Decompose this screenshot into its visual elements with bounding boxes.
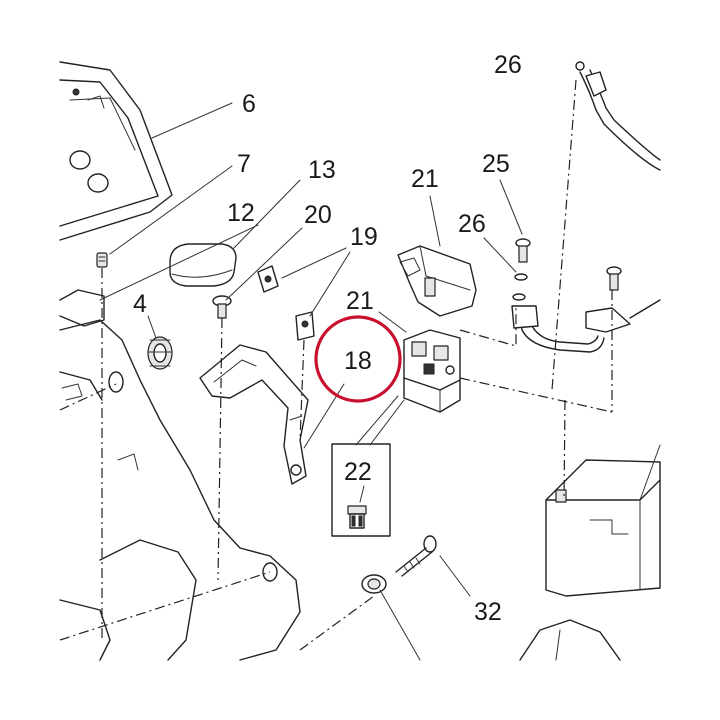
battery-cable [511,61,661,353]
frame [59,289,621,661]
callout-19: 19 [350,223,378,251]
callout-21-top: 21 [411,165,439,193]
part-22-box [331,443,391,537]
callout-12: 12 [227,199,255,227]
assembly-lines [59,79,613,651]
callout-21-lower: 21 [346,287,374,315]
callout-18: 18 [344,347,372,375]
part-22-fuse [347,505,367,529]
callout-22: 22 [344,458,372,486]
battery [545,444,661,597]
leader-lines [99,102,523,661]
callout-7: 7 [237,150,251,178]
callout-4: 4 [133,290,147,318]
part-bolt-right [606,266,622,291]
bracket [199,344,309,485]
callout-20: 20 [304,201,332,229]
callout-26: 26 [458,210,486,238]
part-20-bolt [212,295,232,319]
part-6-cover [59,61,173,241]
part-12-screw [96,252,108,268]
part-21-cover [397,245,477,317]
part-32-bolt [395,535,437,577]
callout-6: 6 [242,90,256,118]
part-13-pad [169,243,237,287]
part-25-bolt [512,238,531,301]
callout-13: 13 [308,156,336,184]
callout-32: 32 [474,598,502,626]
grommet [361,574,387,594]
part-18-relay [403,329,461,413]
callout-26-top: 26 [494,51,522,79]
callout-25: 25 [482,150,510,178]
part-4-gear [147,336,173,370]
part-19-clips [257,265,315,341]
highlight-circle [314,315,402,403]
